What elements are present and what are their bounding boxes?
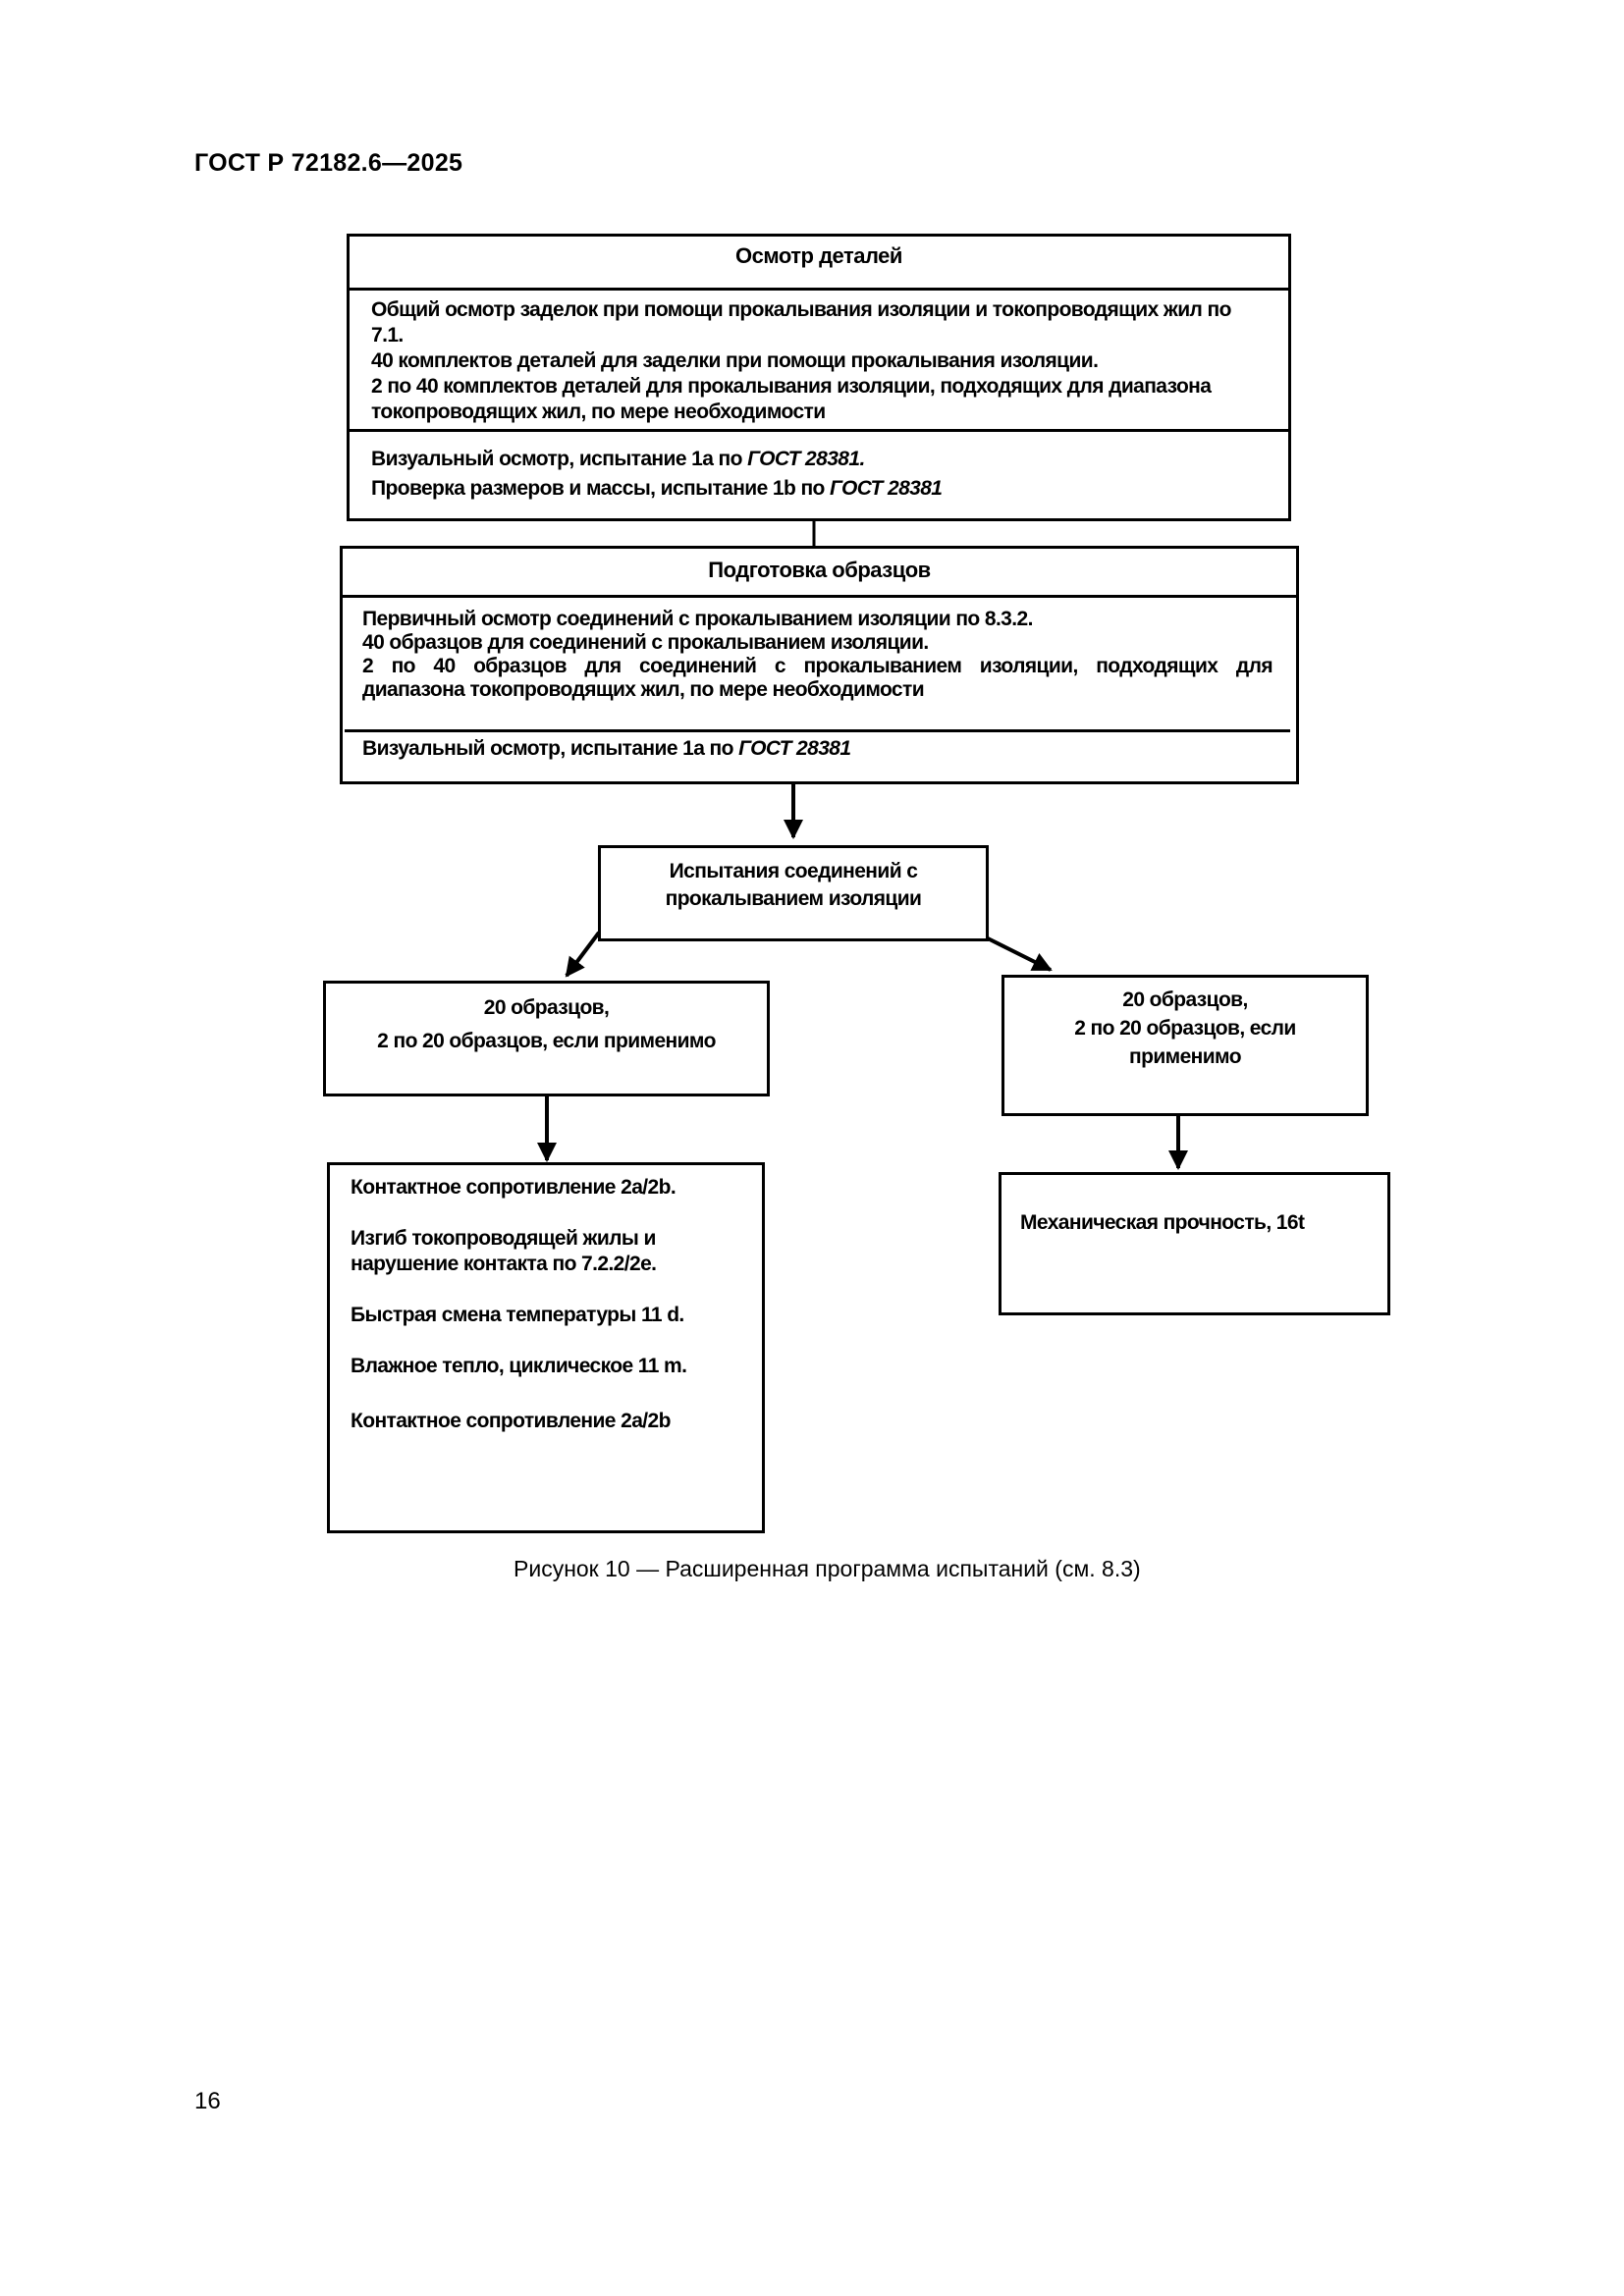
inspection-divider-bottom — [350, 429, 1288, 432]
left-samples-box: 20 образцов, 2 по 20 образцов, если прим… — [323, 981, 770, 1096]
preparation-divider-top — [343, 595, 1296, 598]
inspection-tests: Визуальный осмотр, испытание 1а по ГОСТ … — [371, 445, 1276, 504]
inspection-test-dimensions: Проверка размеров и массы, испытание 1b … — [371, 477, 943, 500]
left-samples-label: 20 образцов, 2 по 20 образцов, если прим… — [377, 996, 716, 1052]
inspection-body-line: токопроводящих жил, по мере необходимост… — [371, 400, 826, 423]
test-contact-resistance-final: Контактное сопротивление 2а/2b — [351, 1410, 671, 1432]
left-tests-list: Контактное сопротивление 2а/2b. Изгиб то… — [351, 1175, 754, 1434]
preparation-test-visual: Визуальный осмотр, испытание 1а по ГОСТ … — [362, 737, 851, 760]
inspection-box: Осмотр деталей Общий осмотр заделок при … — [347, 234, 1291, 521]
standard-reference: ГОСТ 28381. — [747, 448, 865, 470]
connection-tests-box: Испытания соединений с прокалыванием изо… — [598, 845, 989, 941]
inspection-divider-top — [350, 288, 1288, 291]
right-samples-box: 20 образцов, 2 по 20 образцов, если прим… — [1001, 975, 1369, 1116]
test-mechanical-strength: Механическая прочность, 16t — [1020, 1211, 1305, 1234]
inspection-test-visual: Визуальный осмотр, испытание 1а по ГОСТ … — [371, 448, 865, 470]
arrow-tests-left — [565, 931, 601, 978]
document-header: ГОСТ Р 72182.6—2025 — [194, 149, 463, 177]
test-damp-heat-cyclic: Влажное тепло, циклическое 11 m. — [351, 1355, 687, 1377]
test-rapid-temperature-change: Быстрая смена температуры 11 d. — [351, 1304, 684, 1326]
preparation-body-line: диапазона токопроводящих жил, по мере не… — [362, 678, 925, 701]
inspection-body-line: 7.1. — [371, 324, 404, 347]
standard-reference: ГОСТ 28381 — [738, 737, 851, 760]
preparation-body-line: 40 образцов для соединений с прокалывани… — [362, 631, 929, 654]
right-tests-box: Механическая прочность, 16t — [999, 1172, 1390, 1315]
left-tests-box: Контактное сопротивление 2а/2b. Изгиб то… — [327, 1162, 765, 1533]
inspection-body-line: 2 по 40 комплектов деталей для прокалыва… — [371, 375, 1212, 398]
page-number: 16 — [194, 2088, 221, 2114]
inspection-body: Общий осмотр заделок при помощи прокалыв… — [371, 297, 1276, 425]
connection-tests-label: Испытания соединений с прокалыванием изо… — [665, 860, 922, 910]
test-contact-resistance-initial: Контактное сопротивление 2а/2b. — [351, 1176, 677, 1199]
right-samples-label: 20 образцов, 2 по 20 образцов, если прим… — [1074, 988, 1296, 1068]
arrow-tests-right — [987, 936, 1053, 972]
inspection-body-line: 40 комплектов деталей для заделки при по… — [371, 349, 1099, 372]
preparation-divider-bottom — [345, 729, 1290, 732]
figure-caption: Рисунок 10 — Расширенная программа испыт… — [514, 1556, 1141, 1581]
preparation-body: Первичный осмотр соединений с прокалыван… — [362, 608, 1273, 702]
preparation-box: Подготовка образцов Первичный осмотр сое… — [340, 546, 1299, 784]
standard-reference: ГОСТ 28381 — [830, 477, 943, 500]
test-conductor-bending: Изгиб токопроводящей жилы и нарушение ко… — [351, 1227, 657, 1275]
inspection-body-line: Общий осмотр заделок при помощи прокалыв… — [371, 298, 1231, 321]
preparation-title: Подготовка образцов — [708, 558, 931, 582]
preparation-body-line: Первичный осмотр соединений с прокалыван… — [362, 608, 1033, 630]
preparation-body-line: 2 по 40 образцов для соединений с прокал… — [362, 655, 1273, 677]
inspection-title: Осмотр деталей — [735, 243, 902, 268]
